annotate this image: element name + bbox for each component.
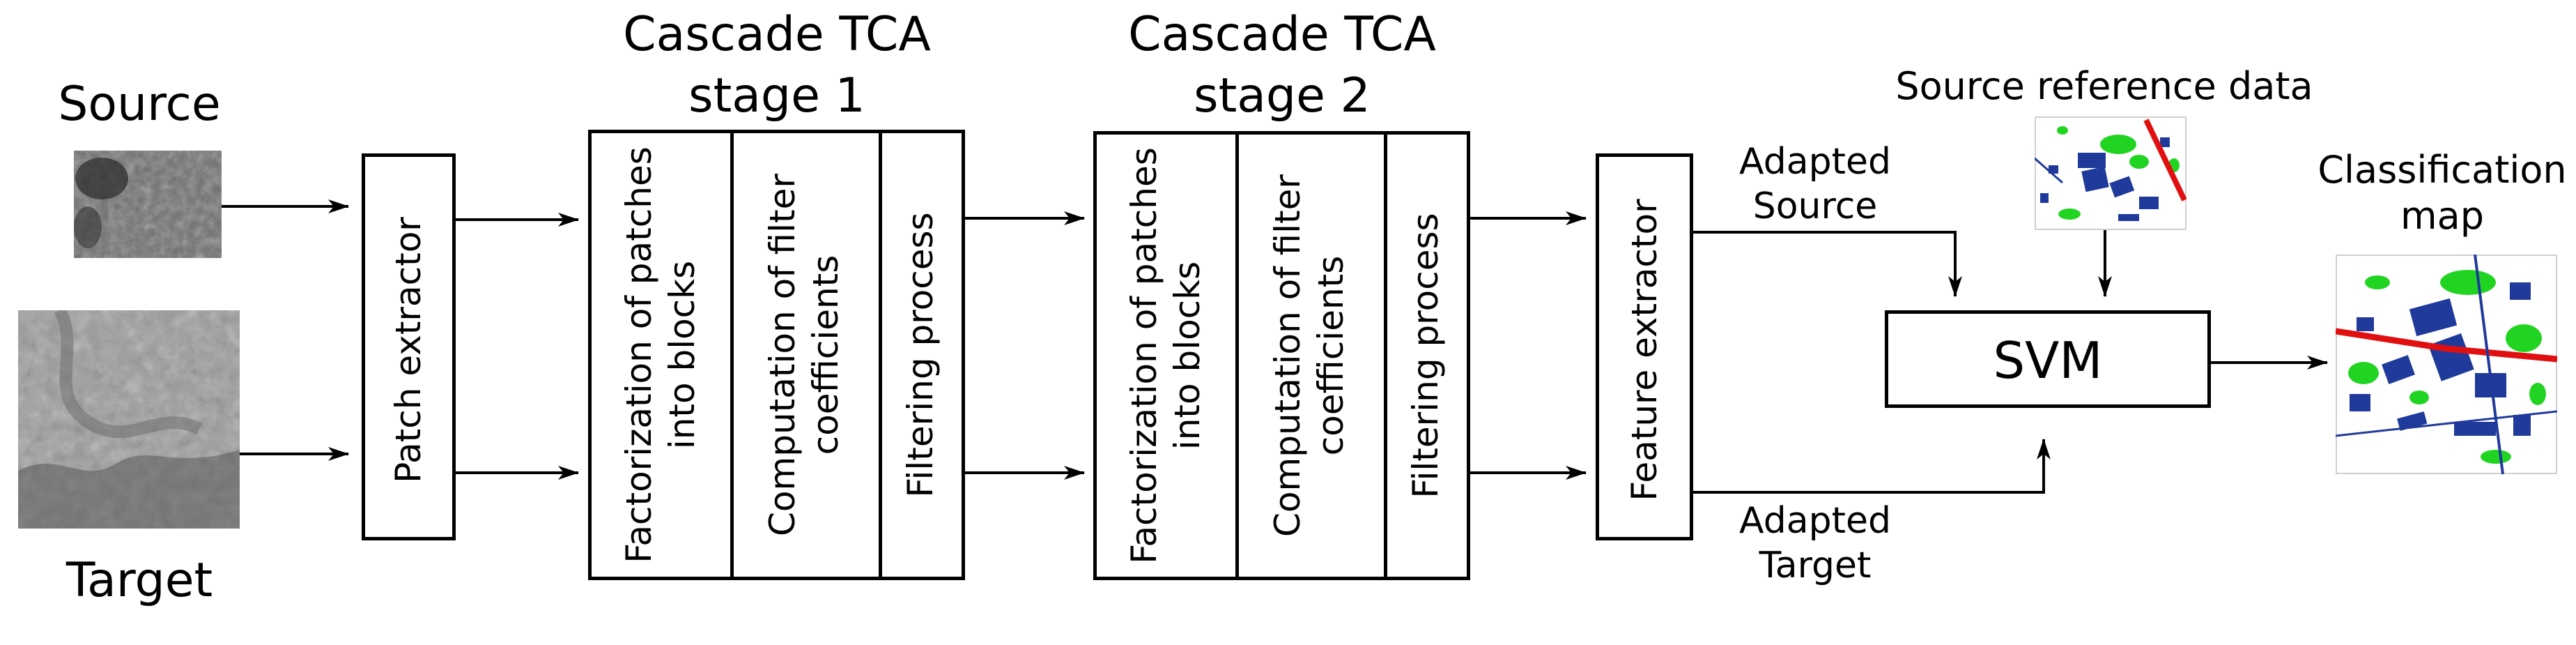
stage2-block-factorization: Factorization of patches into blocks: [1124, 147, 1208, 564]
stage2-title-line2: stage 2: [1194, 68, 1371, 123]
stage1-divider-2: [879, 133, 882, 577]
arrow-adapted-source-to-svm: [1692, 231, 1962, 297]
arrow-adapted-target-to-svm: [1692, 439, 2051, 494]
target-label: Target: [65, 553, 213, 608]
target-image: [18, 310, 240, 529]
source-image: [74, 151, 222, 258]
stage2-divider-1: [1235, 135, 1239, 577]
svm-box: SVM: [1885, 310, 2211, 408]
feature-extractor-box: Feature extractor: [1596, 153, 1693, 540]
stage1-divider-1: [730, 133, 734, 577]
stage2-block-filtering: Filtering process: [1405, 213, 1446, 499]
adapted-source-line1: Adapted: [1739, 141, 1891, 183]
stage1-title-line1: Cascade TCA: [623, 7, 931, 62]
svm-label: SVM: [1993, 331, 2103, 390]
adapted-target-line2: Target: [1759, 545, 1872, 586]
source-label: Source: [58, 77, 221, 132]
stage1-block-factorization: Factorization of patches into blocks: [619, 146, 702, 563]
stage1-title-line2: stage 1: [688, 68, 865, 123]
stage2-box: Factorization of patches into blocks Com…: [1093, 131, 1470, 580]
patch-extractor-label: Patch extractor: [388, 217, 429, 483]
stage1-box: Factorization of patches into blocks Com…: [588, 130, 965, 580]
reference-map-image: [2035, 116, 2186, 230]
stage2-divider-2: [1384, 135, 1387, 577]
patch-extractor-box: Patch extractor: [362, 153, 456, 540]
stage1-block-coefficients: Computation of filter coefficients: [762, 174, 846, 536]
classification-map-image: [2336, 255, 2557, 474]
reference-label: Source reference data: [1895, 64, 2313, 108]
stage2-title-line1: Cascade TCA: [1128, 7, 1436, 62]
classification-map-title-line2: map: [2400, 194, 2484, 238]
stage2-block-coefficients: Computation of filter coefficients: [1267, 174, 1351, 537]
feature-extractor-label: Feature extractor: [1624, 199, 1665, 501]
adapted-target-line1: Adapted: [1739, 500, 1891, 542]
classification-map-title-line1: Classification: [2317, 148, 2567, 192]
stage1-block-filtering: Filtering process: [900, 212, 941, 498]
adapted-source-line2: Source: [1752, 185, 1878, 227]
